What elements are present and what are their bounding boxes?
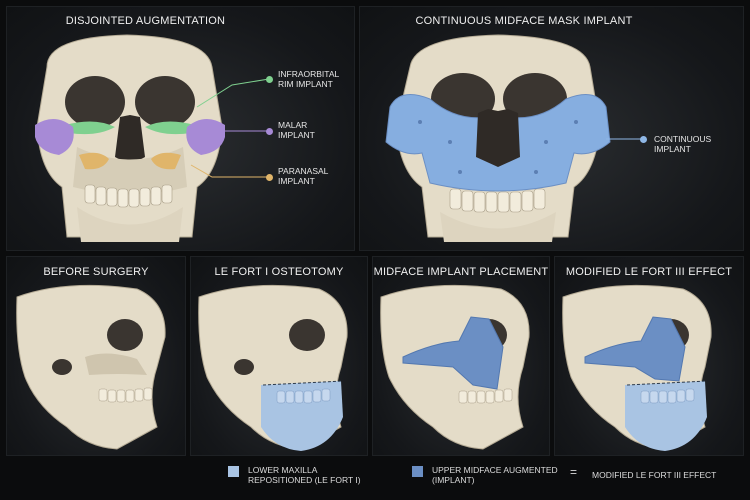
- legend-swatch-upper-midface: [412, 466, 423, 477]
- paranasal-implant-right: [151, 152, 181, 170]
- legend-swatch-lower-maxilla: [228, 466, 239, 477]
- malar-marker: [266, 128, 273, 135]
- legend-equals-sign: =: [570, 465, 578, 479]
- frontal-skull-mask-illustration: [385, 34, 643, 242]
- paranasal-implant-left: [79, 152, 109, 170]
- paranasal-marker: [266, 174, 273, 181]
- panel-title: BEFORE SURGERY: [43, 266, 149, 278]
- lateral-skull-before: [16, 284, 166, 450]
- panel-disjointed-augmentation: DISJOINTED AUGMENTATION INFRAOR: [6, 6, 355, 251]
- malar-implant-right: [186, 118, 225, 155]
- panel-title: MIDFACE IMPLANT PLACEMENT: [373, 266, 549, 278]
- panel-midface-implant-placement: MIDFACE IMPLANT PLACEMENT: [372, 256, 550, 456]
- lateral-skull-le-fort-i: [198, 284, 348, 451]
- panel-title: CONTINUOUS MIDFACE MASK IMPLANT: [415, 15, 633, 27]
- midface-implant: [402, 316, 504, 390]
- infraorbital-implant-left: [65, 121, 115, 135]
- infraorbital-marker: [266, 76, 273, 83]
- panel-continuous-midface-mask: CONTINUOUS MIDFACE MASK IMPLANT CONTINUO…: [359, 6, 744, 251]
- lateral-skull-implant: [380, 284, 530, 450]
- legend-result: MODIFIED LE FORT III EFFECT: [592, 470, 717, 480]
- panel-le-fort-i-osteotomy: LE FORT I OSTEOTOMY: [190, 256, 368, 456]
- legend-label-upper-midface: UPPER MIDFACE AUGMENTED(IMPLANT): [432, 465, 558, 485]
- infraorbital-implant-right: [145, 121, 195, 135]
- panel-title: MODIFIED LE FORT III EFFECT: [565, 266, 733, 278]
- malar-implant-left: [35, 118, 74, 155]
- panel-modified-le-fort-iii: MODIFIED LE FORT III EFFECT: [554, 256, 744, 456]
- panel-title: LE FORT I OSTEOTOMY: [214, 266, 344, 278]
- lateral-skull-combined: [562, 284, 712, 451]
- frontal-skull-illustration: [35, 34, 270, 242]
- panel-title: DISJOINTED AUGMENTATION: [65, 15, 226, 27]
- continuous-implant-marker: [640, 136, 647, 143]
- panel-before-surgery: BEFORE SURGERY: [6, 256, 186, 456]
